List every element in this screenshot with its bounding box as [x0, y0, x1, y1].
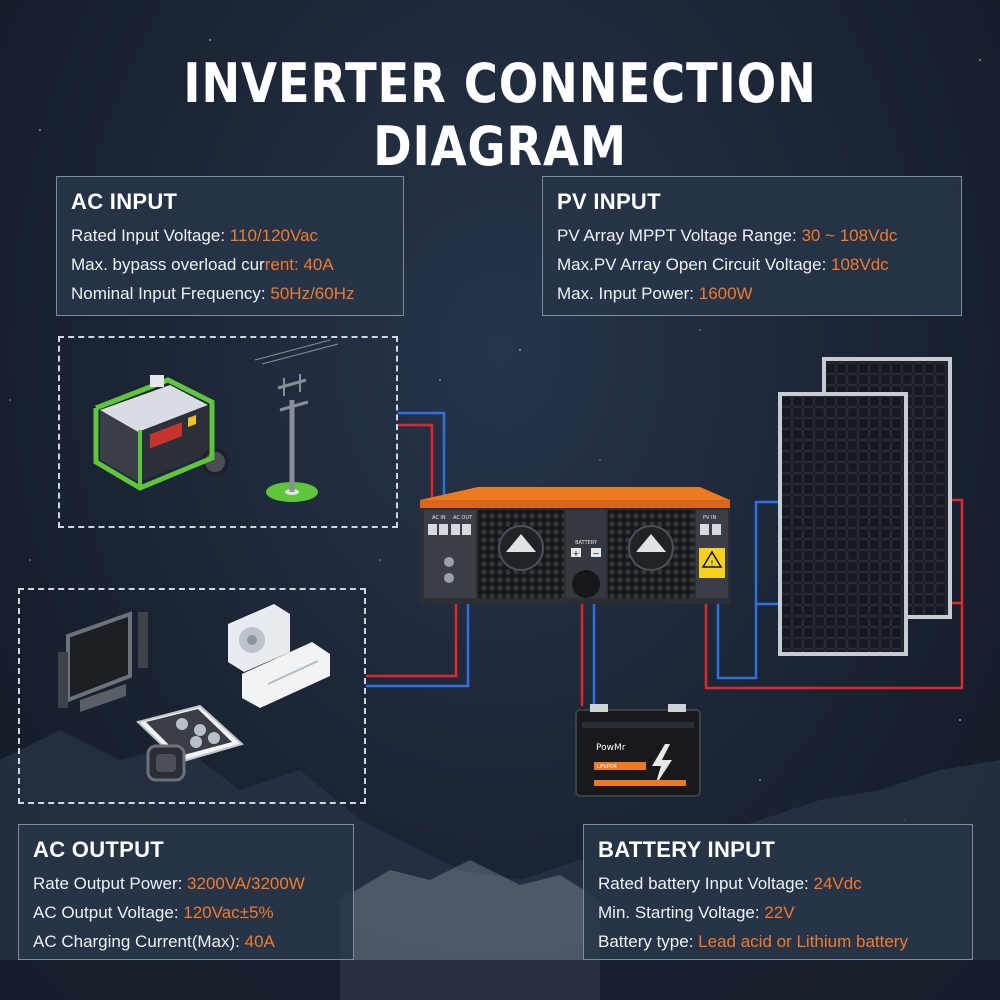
cooling-fan-left: [498, 525, 544, 571]
ac-load-group: [18, 588, 366, 804]
svg-text:!: !: [710, 559, 713, 568]
air-conditioner-icon: [228, 604, 330, 708]
ac-output-panel: AC OUTPUT Rate Output Power: 3200VA/3200…: [18, 824, 354, 960]
battery-chemistry: LiFePO4: [597, 764, 617, 770]
smartwatch-icon: [146, 744, 186, 782]
battery-input-heading: BATTERY INPUT: [598, 837, 776, 862]
ac-input-panel: AC INPUT Rated Input Voltage: 110/120Vac…: [56, 176, 404, 316]
ac-input-frequency: Nominal Input Frequency: 50Hz/60Hz: [71, 284, 355, 303]
inverter-ac-out-label: AC OUT: [453, 515, 473, 521]
battery-brand: PowMr: [596, 743, 626, 753]
pv-mppt-voltage-range: PV Array MPPT Voltage Range: 30 ~ 108Vdc: [557, 226, 898, 245]
inverter-terminals-ac: [428, 524, 471, 583]
pv-open-circuit-voltage: Max.PV Array Open Circuit Voltage: 108Vd…: [557, 255, 889, 274]
ac-output-blue-wire: [366, 603, 470, 688]
ac-output-voltage: AC Output Voltage: 120Vac±5%: [33, 903, 274, 922]
pv-red-wire: [704, 498, 964, 690]
solar-panel-front: [778, 392, 908, 656]
ac-source-group: [58, 336, 398, 528]
ac-output-rated-power: Rate Output Power: 3200VA/3200W: [33, 874, 305, 893]
ac-input-heading: AC INPUT: [71, 189, 178, 214]
inverter-minus-label: −: [593, 549, 600, 558]
pv-max-input-power: Max. Input Power: 1600W: [557, 284, 753, 303]
battery-type: Battery type: Lead acid or Lithium batte…: [598, 932, 908, 951]
inverter-pv-label: PV IN: [703, 515, 716, 521]
ac-input-blue-wire: [398, 411, 446, 510]
battery-min-starting-voltage: Min. Starting Voltage: 22V: [598, 903, 795, 922]
ac-charging-current: AC Charging Current(Max): 40A: [33, 932, 275, 951]
ac-input-red-wire: [398, 423, 434, 510]
inverter-battery-label: BATTERY: [575, 540, 598, 546]
pv-input-panel: PV INPUT PV Array MPPT Voltage Range: 30…: [542, 176, 962, 316]
utility-pole-icon: [254, 339, 339, 502]
inverter-plus-label: +: [573, 549, 580, 558]
cooling-fan-right: [628, 525, 674, 571]
ac-input-bypass-current: Max. bypass overload current: 40A: [71, 255, 334, 274]
pv-blue-wire: [716, 500, 780, 680]
battery-rated-voltage: Rated battery Input Voltage: 24Vdc: [598, 874, 862, 893]
page-title: INVERTER CONNECTION DIAGRAM: [183, 52, 817, 178]
ac-output-heading: AC OUTPUT: [33, 837, 165, 862]
tv-icon: [58, 611, 148, 712]
ac-output-red-wire: [366, 603, 458, 678]
pv-input-heading: PV INPUT: [557, 189, 661, 214]
ac-input-rated-voltage: Rated Input Voltage: 110/120Vac: [71, 226, 319, 245]
warning-icon: !: [699, 548, 725, 578]
battery-input-panel: BATTERY INPUT Rated battery Input Voltag…: [583, 824, 973, 960]
generator-icon: [93, 375, 229, 491]
inverter-ac-in-label: AC IN: [432, 515, 446, 521]
